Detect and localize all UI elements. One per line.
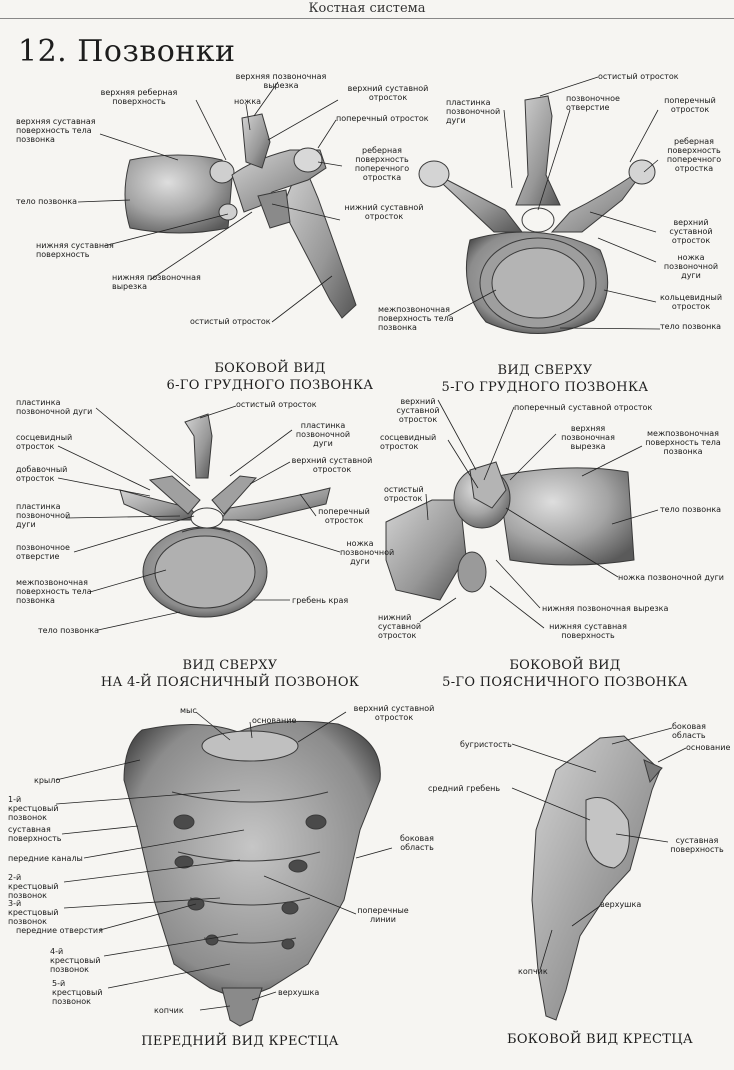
label-transverse-lines: поперечные линии [357,906,409,924]
label-anterior-canals: передние каналы [8,854,83,863]
page-title: 12. Позвонки [18,34,236,69]
label-vertebral-foramen: позвоночное отверстие [16,543,70,561]
label-coccyx: копчик [154,1006,184,1015]
label-pedicle: ножка позвоночной дуги [340,539,395,566]
label-spinous-process: остистый отросток [190,317,271,326]
label-articular-surface: суставная поверхность [8,825,62,843]
caption-lumbar5-name: 5-ГО ПОЯСНИЧНОГО ПОЗВОНКА [442,675,688,690]
sacrum-front-figure [123,720,381,1027]
label-intervertebral-surface: межпозвоночная поверхность тела позвонка [378,305,454,332]
label-transverse-process: поперечный отросток [336,114,429,123]
label-superior-articular-process: верхний суставной отросток [396,397,440,424]
thoracic5-top-figure [418,95,656,334]
label-apex: верхушка [278,988,320,997]
label-sacral-vertebra-2: 2-й крестцовый позвонок [8,873,59,900]
label-median-crest: средний гребень [428,784,501,793]
label-spinous-process: остистый отросток [236,400,317,409]
label-lateral-part: боковая область [400,834,434,852]
label-pedicle: ножка позвоночной дуги [618,573,724,582]
label-lateral-part: боковая область [672,722,706,740]
label-upper-body-surface: верхняя суставная поверхность тела позво… [16,117,96,144]
label-superior-articular-process: верхний суставной отросток [669,218,713,245]
label-vertebral-body: тело позвонка [38,626,100,635]
label-intervertebral-surface: межпозвоночная поверхность тела позвонка [645,429,721,456]
label-rim-crest: гребень края [292,596,349,605]
caption-lumbar4-name: НА 4-Й ПОЯСНИЧНЫЙ ПОЗВОНОК [100,675,360,690]
label-transverse-process: поперечный отросток [664,96,716,114]
label-promontory: мыс [180,706,197,715]
label-lower-articular-surface: нижняя суставная поверхность [549,622,627,640]
label-transverse-process: поперечный отросток [318,507,370,525]
label-pedicle: ножка [234,97,262,106]
label-upper-rib-facet: верхняя реберная поверхность [100,88,178,106]
caption-thoracic6-name: 6-ГО ГРУДНОГО ПОЗВОНКА [166,378,374,393]
label-base: основание [686,743,731,752]
label-sacral-vertebra-5: 5-й крестцовый позвонок [52,979,103,1006]
caption-thoracic5-name: 5-ГО ГРУДНОГО ПОЗВОНКА [441,380,649,395]
label-lower-vertebral-notch: нижняя позвоночная вырезка [112,273,201,291]
label-vertebral-body: тело позвонка [660,322,722,331]
section-title: Костная система [308,1,426,16]
label-inferior-articular-process: нижний суставной отросток [378,613,422,640]
label-coccyx: копчик [518,967,548,976]
label-transverse-rib-facet: реберная поверхность поперечного отростк… [666,137,722,173]
label-upper-vertebral-notch: верхняя позвоночная вырезка [235,72,327,90]
label-lower-articular-surface: нижняя суставная поверхность [36,241,114,259]
label-inferior-articular-process: нижний суставной отросток [344,203,424,221]
label-wing: крыло [34,776,61,785]
label-sacral-vertebra-1: 1-й крестцовый позвонок [8,795,59,822]
label-transverse-rib-facet: реберная поверхность поперечного отростк… [354,146,410,182]
label-intervertebral-surface: межпозвоночная поверхность тела позвонка [16,578,92,605]
label-superior-articular-process: верхний суставной отросток [291,456,373,474]
page-header: Костная система [0,0,734,19]
caption-sacrum-side: БОКОВОЙ ВИД КРЕСТЦА [507,1032,693,1047]
label-upper-vertebral-notch: верхняя позвоночная вырезка [561,424,615,451]
label-lower-vertebral-notch: нижняя позвоночная вырезка [542,604,669,613]
label-mammillary-process: сосцевидный отросток [380,433,437,451]
label-articular-surface: суставная поверхность [670,836,724,854]
label-superior-articular-process: верхний суставной отросток [353,704,435,722]
label-sacral-vertebra-4: 4-й крестцовый позвонок [50,947,101,974]
caption-lumbar5-view: БОКОВОЙ ВИД [509,658,621,673]
label-ring-apophysis: кольцевидный отросток [659,293,723,311]
label-anterior-foramina: передние отверстия [16,926,103,935]
label-vertebral-body: тело позвонка [16,197,78,206]
sacrum-side-figure [531,735,663,1021]
label-lamina: пластинка позвоночной дуги [446,98,501,125]
label-superior-articular-process: верхний суставной отросток [347,84,429,102]
label-apex: верхушка [600,900,642,909]
caption-thoracic5-view: ВИД СВЕРХУ [497,363,593,378]
label-pedicle: ножка позвоночной дуги [663,253,719,280]
label-tuberosity: бугристость [460,740,512,749]
label-vertebral-foramen: позвоночное отверстие [566,94,620,112]
label-lamina: пластинка позвоночной дуги [16,398,93,416]
caption-sacrum-front: ПЕРЕДНИЙ ВИД КРЕСТЦА [141,1034,339,1049]
label-lamina-right: пластинка позвоночной дуги [295,421,351,448]
label-transverse-articular-process: поперечный суставной отросток [514,403,653,412]
label-base: основание [252,716,297,725]
lumbar5-side-figure [385,461,635,601]
label-sacral-vertebra-3: 3-й крестцовый позвонок [8,899,59,926]
label-vertebral-body: тело позвонка [660,505,722,514]
caption-lumbar4-view: ВИД СВЕРХУ [182,658,278,673]
label-spinous-process: остистый отросток [598,72,679,81]
label-accessory-process: добавочный отросток [16,465,68,483]
label-lamina-lower: пластинка позвоночной дуги [16,502,71,529]
label-mammillary-process: сосцевидный отросток [16,433,73,451]
label-spinous-process: остистый отросток [384,485,424,503]
caption-thoracic6-view: БОКОВОЙ ВИД [214,361,326,376]
